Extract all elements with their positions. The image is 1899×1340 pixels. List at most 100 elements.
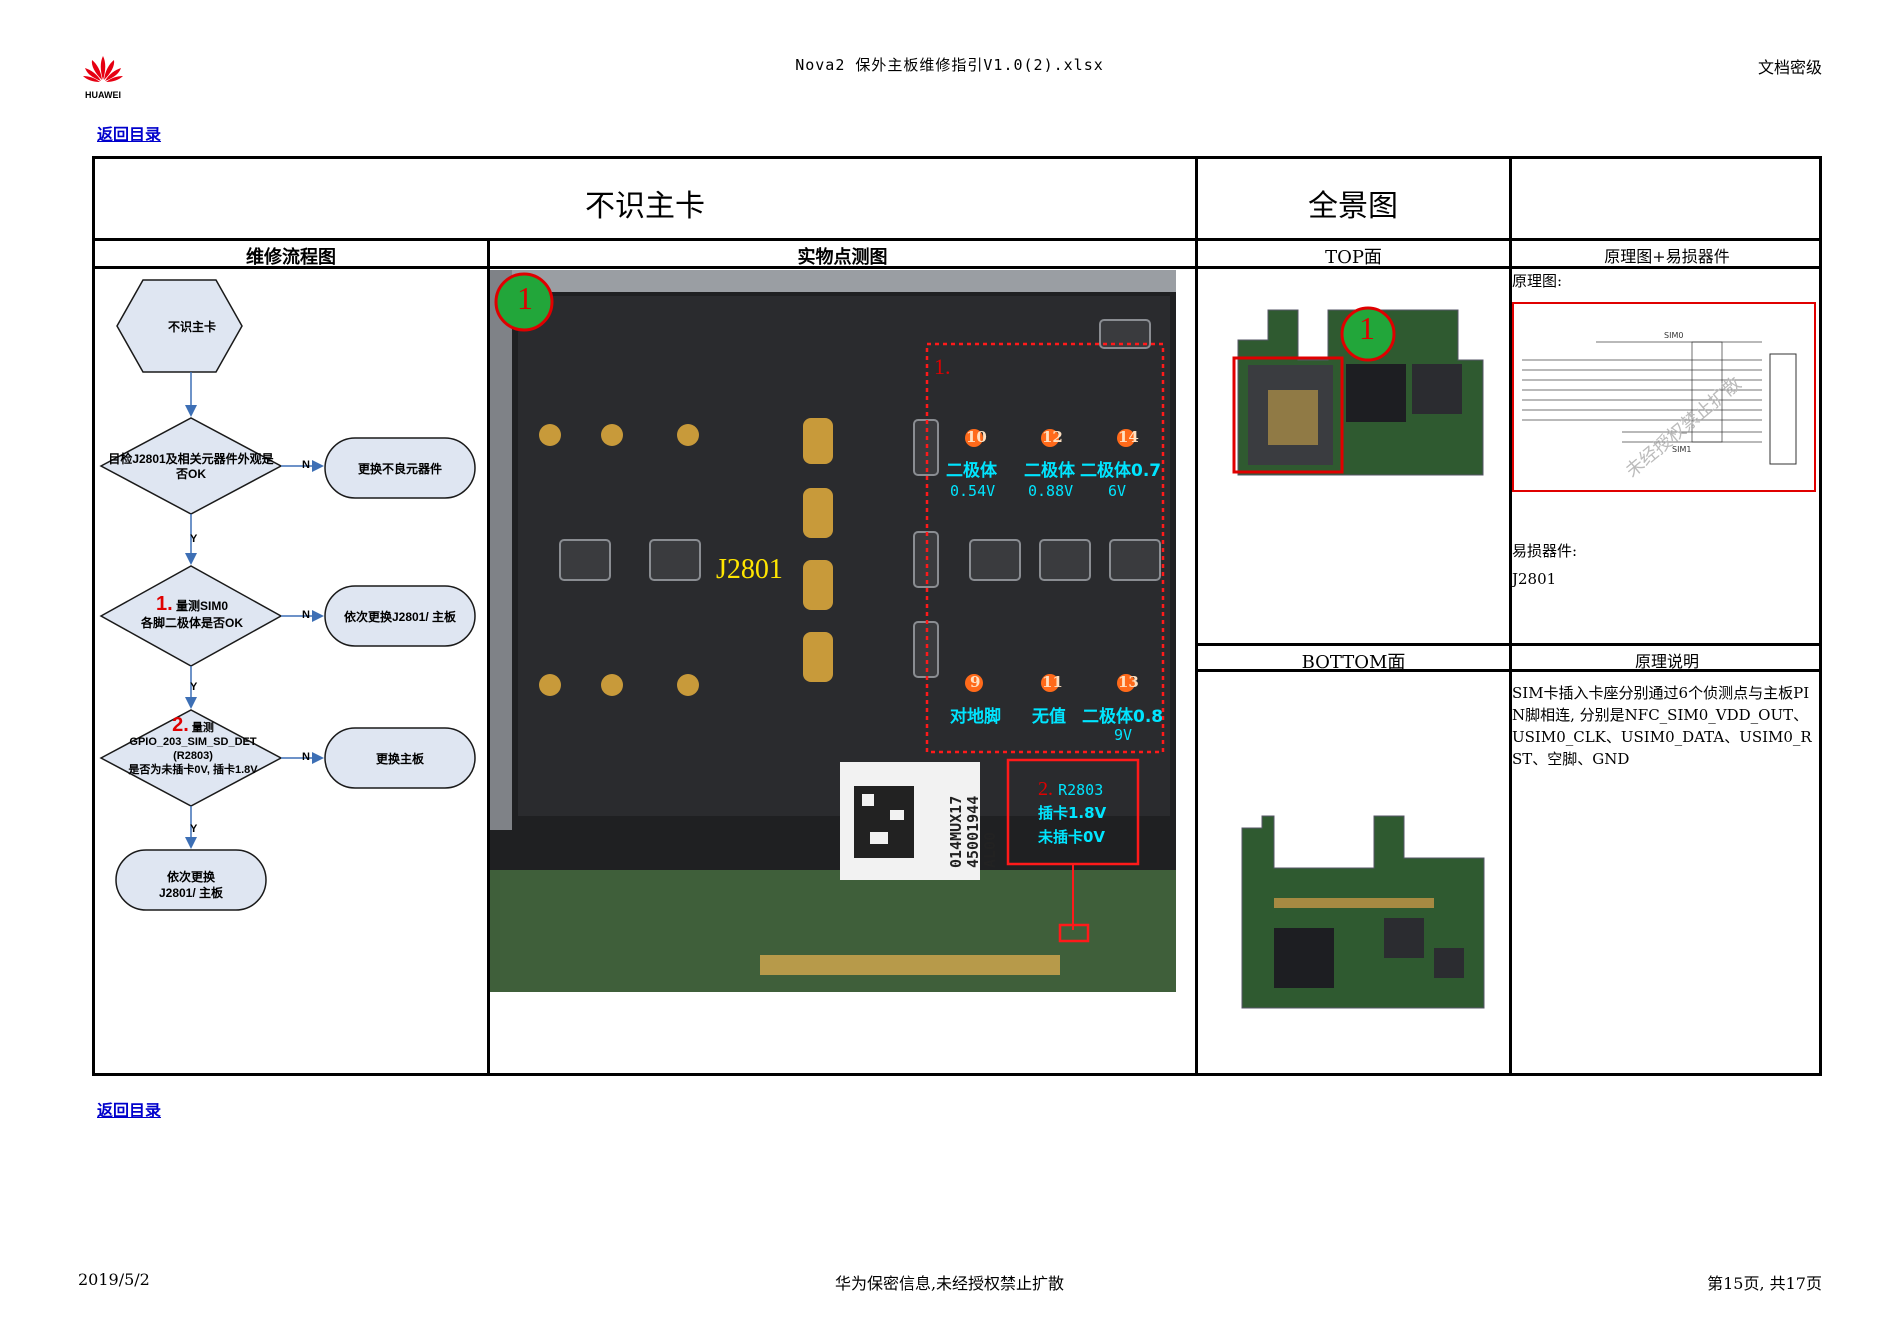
pad [601,674,623,696]
pad [601,424,623,446]
pad [539,674,561,696]
brand-name: HUAWEI [85,90,121,100]
pin-annotation: 0.54V [950,482,996,500]
pin-annotation: 6V [1108,482,1127,500]
pin-number: 12 [1042,428,1063,446]
pad [803,560,833,610]
region-2-header: 2. R2803 [1038,778,1103,801]
r2803-marker [1058,923,1090,943]
security-level: 文档密级 [1757,58,1822,77]
pin [965,674,983,692]
main-title: 不识主卡 [585,189,705,224]
schematic-chip [1769,353,1797,465]
socket [1109,539,1161,581]
huawei-logo: HUAWEI [78,52,128,102]
flow-action-3-shape [324,727,476,789]
divider [1195,643,1822,646]
col-header-principle: 原理说明 [1634,652,1699,671]
qr-code [862,794,874,806]
board-chip [1346,364,1406,422]
footer-date: 2019/5/2 [78,1270,150,1289]
pad [803,632,833,682]
socket [1039,539,1091,581]
top-view-board [1232,306,1484,476]
photo-marker-circle [494,272,554,332]
schematic-label: 原理图: [1512,272,1563,290]
connector-label: J2801 [716,554,783,585]
region-1-label: 1. [934,354,951,379]
board-chip [1274,928,1334,988]
back-to-contents-link[interactable]: 返回目录 [97,1101,162,1120]
region-2-not-inserted: 未插卡0V [1038,828,1106,846]
pin-annotation: 9V [1114,726,1133,744]
flow-end-shape [115,849,267,911]
pin-annotation: 二极体 [1024,461,1075,481]
footer-page-number: 第15页, 共17页 [1707,1274,1822,1293]
pin [1041,674,1059,692]
socket [969,539,1021,581]
pin [1041,429,1059,447]
back-to-contents-link[interactable]: 返回目录 [97,125,162,144]
pad [803,418,833,464]
flow-action-2-text: 依次更换J2801/ 主板 [343,610,457,624]
board-component [1434,948,1464,978]
bottom-view-board [1241,815,1485,1009]
flow-action-1-shape [324,437,476,499]
schematic-image: SIM0 SIM1 未经授权禁止扩散 [1512,302,1816,492]
socket [649,539,701,581]
pin-number: 14 [1118,428,1139,446]
pin-annotation: 二极体 [946,461,997,481]
schematic-chip-label: SIM1 [1672,445,1691,454]
flow-step-number: 1. [155,593,173,615]
pin-annotation: 对地脚 [950,707,1001,727]
flow-action-1-text: 更换不良元器件 [357,462,442,476]
board-connector [760,955,1060,975]
flow-decision-3-heading: 量测 [191,722,214,734]
col-header-bottom: BOTTOM面 [1301,652,1406,673]
region-2-inserted: 插卡1.8V [1038,804,1107,822]
pad [677,674,699,696]
board-connector [1274,898,1434,908]
flow-label-y: Y [190,533,198,545]
photo-marker-number: 1 [517,280,533,316]
panorama-title: 全景图 [1308,189,1398,224]
repair-table: 不识主卡 全景图 维修流程图 实物点测图 TOP面 原理图+易损器件 BOTTO… [92,156,1822,1076]
divider [1509,159,1512,1076]
flow-action-3-text: 更换主板 [375,752,424,766]
pin-annotation: 0.88V [1028,482,1074,500]
pin-annotation: 二极体0.7 [1080,461,1162,481]
pad [677,424,699,446]
schematic-chip-label: SIM0 [1664,331,1683,340]
board-component [1384,918,1424,958]
col-header-schematic: 原理图+易损器件 [1604,247,1730,266]
vulnerable-parts-value: J2801 [1512,570,1557,588]
pin-annotation: 无值 [1032,707,1066,727]
pin-annotation: 二极体0.8 [1082,707,1164,727]
flow-decision-1-text: 目检J2801及相关元器件外观是否OK [108,452,274,481]
flow-label-n: N [302,459,310,471]
flow-decision-3-label: GPIO_203_SIM_SD_DET (R2803) 是否为未插卡0V, 插卡… [128,736,258,776]
pin [965,429,983,447]
pin-markers [965,429,1135,692]
board-component [1268,390,1318,445]
measure-region-1 [925,342,1165,754]
pin-number: 9 [970,673,981,691]
top-view-marker-number: 1 [1359,310,1375,346]
pin-number: 10 [966,428,987,446]
col-header-flow: 维修流程图 [246,247,336,268]
pad [803,488,833,538]
flow-label-n: N [302,751,310,763]
qr-code [890,810,904,820]
flow-label-n: N [302,609,310,621]
region-2-number: 2. [1038,778,1053,800]
col-header-top: TOP面 [1325,247,1382,268]
pin [1117,674,1135,692]
region-2-ref: R2803 [1058,781,1104,799]
flow-decision-2-label: 量测SIM0 各脚二极体是否OK [140,599,243,630]
measurement-photo: 1 J2801 1. 10 12 14 9 11 13 二极体 0.54V 二极… [490,270,1176,992]
flow-start-shape [116,279,243,373]
principle-text: SIM卡插入卡座分别通过6个侦测点与主板PIN脚相连, 分别是NFC_SIM0_… [1512,684,1812,768]
highlight-box [1232,356,1344,474]
flow-decision-3-text: 2. 量测 GPIO_203_SIM_SD_DET (R2803) 是否为未插卡… [105,715,281,777]
divider [487,241,490,1076]
